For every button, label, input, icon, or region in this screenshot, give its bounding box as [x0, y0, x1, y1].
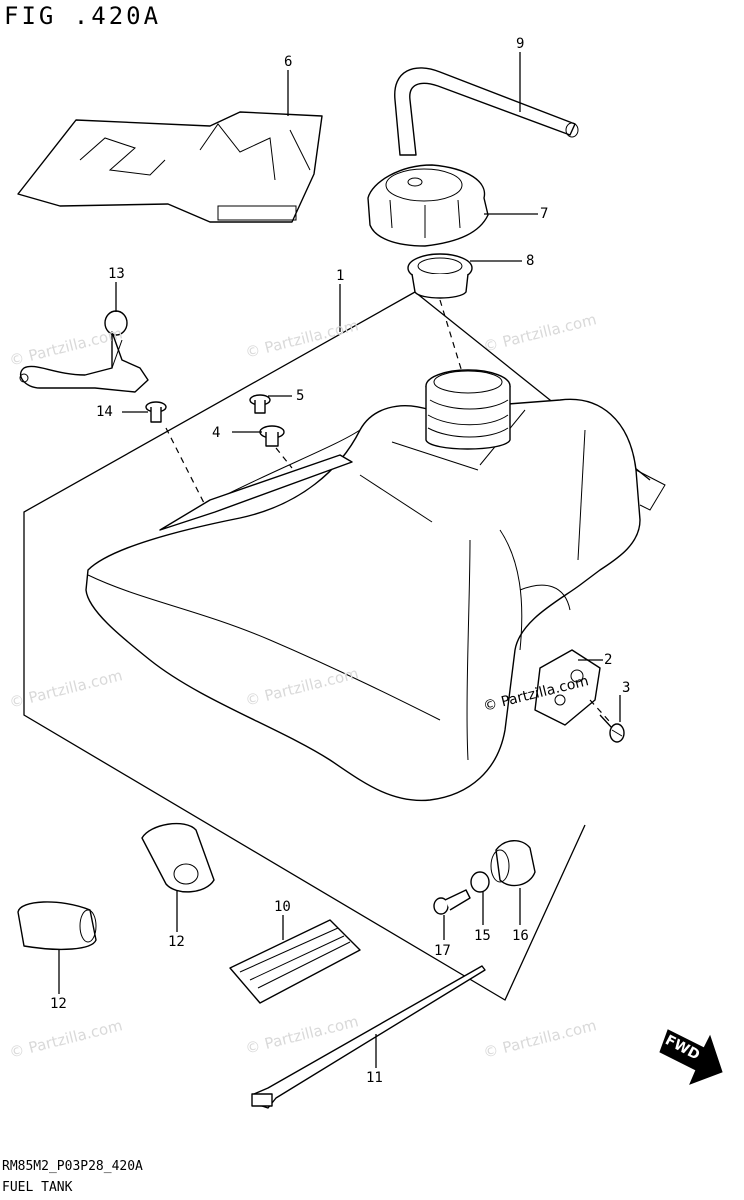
- collar-part-15[interactable]: [470, 871, 490, 893]
- figure-title: FIG .420A: [4, 2, 162, 30]
- breather-hose[interactable]: [394, 67, 579, 156]
- tank-pad[interactable]: [229, 919, 361, 1004]
- tank-decal[interactable]: [17, 111, 323, 223]
- cable-tie[interactable]: [251, 965, 486, 1109]
- callout-4: 4: [212, 425, 220, 441]
- callout-3: 3: [622, 680, 630, 696]
- callout-5: 5: [296, 388, 304, 404]
- callout-12b: 12: [50, 996, 67, 1012]
- bolt-part-5[interactable]: [249, 394, 271, 414]
- callout-17: 17: [434, 943, 451, 959]
- tank-strap[interactable]: [19, 310, 149, 393]
- diagram-code: RM85M2_P03P28_420A: [2, 1159, 143, 1174]
- callout-1: 1: [336, 268, 344, 284]
- callout-8: 8: [526, 253, 534, 269]
- tank-bracket[interactable]: [534, 649, 611, 726]
- forward-direction-arrow: [659, 1029, 723, 1085]
- callout-7: 7: [540, 206, 548, 222]
- callout-13: 13: [108, 266, 125, 282]
- cushion-part-16[interactable]: [490, 840, 536, 887]
- fuel-tank[interactable]: [85, 369, 666, 802]
- callout-10: 10: [274, 899, 291, 915]
- bracket-bolt[interactable]: [599, 714, 625, 743]
- callout-16: 16: [512, 928, 529, 944]
- callout-labels: 1 2 3 4 5 6 7 8 9 10 11 12 12 13 14 15 1…: [50, 36, 630, 1086]
- callout-14: 14: [96, 404, 113, 420]
- callout-leaders: [58, 52, 621, 1068]
- callout-12a: 12: [168, 934, 185, 950]
- rubber-cushion-upper[interactable]: [141, 822, 215, 893]
- fuel-cap[interactable]: [367, 164, 489, 247]
- bolt-part-17[interactable]: [433, 889, 471, 915]
- callout-11: 11: [366, 1070, 383, 1086]
- bolt-part-14[interactable]: [145, 401, 167, 423]
- tank-mounting-rail: [159, 454, 353, 531]
- diagram-name: FUEL TANK: [2, 1180, 73, 1195]
- callout-2: 2: [604, 652, 612, 668]
- cap-gasket[interactable]: [407, 253, 473, 299]
- rubber-cushion-lower[interactable]: [17, 901, 97, 951]
- assembly-leader-lines: [165, 299, 463, 506]
- callout-15: 15: [474, 928, 491, 944]
- callout-6: 6: [284, 54, 292, 70]
- bolt-part-4[interactable]: [259, 425, 285, 447]
- callout-9: 9: [516, 36, 524, 52]
